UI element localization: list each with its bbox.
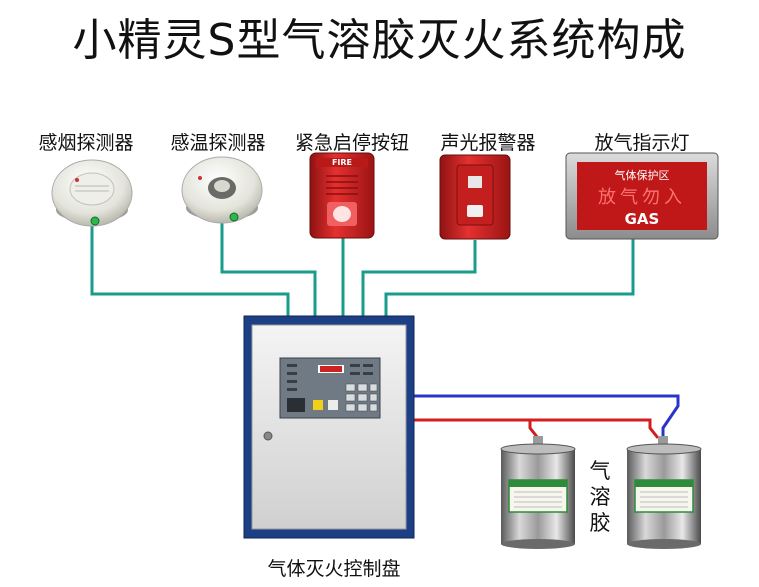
release-indicator-label: 放气指示灯 [594, 132, 690, 154]
aerosol-canister-2 [626, 436, 702, 549]
aerosol-canister-1 [500, 436, 576, 549]
indicator-middle-text: 放气勿入 [598, 187, 686, 208]
signal-wires [90, 222, 635, 318]
emergency-button-label: 紧急启停按钮 [294, 132, 409, 154]
sound-light-alarm [439, 154, 511, 240]
aerosol-label-line-1: 气 [589, 459, 611, 483]
smoke-detector [51, 159, 133, 227]
indicator-gas-text: GAS [625, 210, 660, 228]
fire-control-panel [243, 315, 415, 539]
smoke-detector-label: 感烟探测器 [38, 132, 134, 154]
page-title: 小精灵S型气溶胶灭火系统构成 [72, 15, 687, 66]
release-indicator: 气体保护区 放气勿入 GAS [565, 152, 719, 240]
aerosol-label-line-2: 溶 [589, 485, 611, 509]
heat-detector [181, 156, 263, 224]
aerosol-label-line-3: 胶 [589, 511, 611, 535]
emergency-button: FIRE [309, 152, 375, 239]
actuation-wires [413, 394, 680, 440]
heat-detector-label: 感温探测器 [170, 132, 266, 154]
sound-light-alarm-label: 声光报警器 [440, 132, 536, 154]
aerosol-label: 气 溶 胶 [588, 458, 612, 536]
controller-label: 气体灭火控制盘 [267, 558, 401, 580]
fire-text: FIRE [332, 158, 352, 167]
indicator-top-text: 气体保护区 [615, 168, 670, 182]
